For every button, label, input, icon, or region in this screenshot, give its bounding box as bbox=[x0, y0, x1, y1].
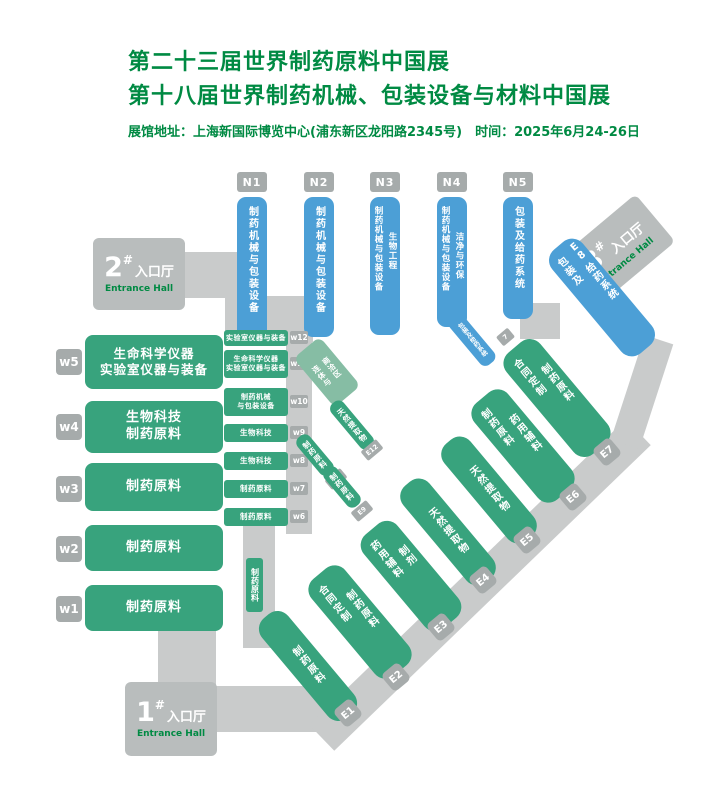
entrance-2-number: 2 bbox=[104, 252, 123, 283]
hall-tag-n3: N3 bbox=[370, 172, 400, 192]
hall-w5: 生命科学仪器 实验室仪器与装备 bbox=[85, 335, 223, 389]
hall-w6: 制药原料 bbox=[224, 508, 288, 526]
hall-w12-label: 实验室仪器与装备 bbox=[226, 333, 286, 342]
venue-info-line: 展馆地址：上海新国际博览中心(浦东新区龙阳路2345号) 时间：2025年6月2… bbox=[128, 125, 640, 140]
hall-w11-line2: 实验室仪器与装备 bbox=[226, 364, 286, 372]
hall-w5-line1: 生命科学仪器 bbox=[113, 345, 195, 361]
hall-tag-w8: w8 bbox=[290, 454, 308, 467]
hall-w9: 生物科技 bbox=[224, 424, 288, 442]
hall-e12-label: 天然提取物 bbox=[334, 405, 370, 445]
hall-n5-label: 包装及给药系统 bbox=[512, 206, 524, 290]
hall-n3-label-1: 制药机械与包装设备 bbox=[373, 206, 383, 292]
concourse-entrance2 bbox=[183, 252, 239, 298]
hall-small-lone: 制药原料 bbox=[246, 558, 263, 612]
hall-w1-line1: 制药原料 bbox=[125, 599, 182, 615]
hall-w2: 制药原料 bbox=[85, 525, 223, 571]
hall-small-packaging: 包装及给药系统 bbox=[445, 311, 499, 369]
hall-small-packaging-label: 包装及给药系统 bbox=[455, 321, 489, 359]
hall-w1: 制药原料 bbox=[85, 585, 223, 631]
hall-w9-label: 生物科技 bbox=[240, 428, 272, 438]
entrance-1-label: 入口厅 bbox=[166, 710, 206, 725]
hall-tag-w4: w4 bbox=[56, 414, 82, 440]
hall-tag-n5: N5 bbox=[503, 172, 533, 192]
page-title-line1: 第二十三届世界制药原料中国展 bbox=[128, 50, 451, 75]
hall-tag-small-packaging: 7 bbox=[495, 327, 516, 347]
entrance-1: 1#入口厅 Entrance Hall bbox=[125, 682, 217, 756]
hall-e1-label: 制药原料 bbox=[289, 644, 327, 688]
page-title-line2: 第十八届世界制药机械、包装设备与材料中国展 bbox=[128, 84, 612, 109]
hall-e5-label: 天然提取物 bbox=[466, 464, 512, 516]
hall-tag-w10: w10 bbox=[290, 395, 308, 408]
entrance-1-number: 1 bbox=[136, 697, 155, 728]
hall-w6-label: 制药原料 bbox=[240, 512, 272, 522]
hall-n1-label: 制药机械与包装设备 bbox=[246, 206, 258, 314]
hall-n2-label: 制药机械与包装设备 bbox=[313, 206, 325, 314]
hall-tag-w5: w5 bbox=[56, 349, 82, 375]
hall-w7-label: 制药原料 bbox=[240, 484, 272, 494]
hall-w10-line1: 制药机械 bbox=[241, 393, 271, 402]
hall-tag-w1: w1 bbox=[56, 596, 82, 622]
hall-n2: 制药机械与包装设备 bbox=[304, 197, 334, 337]
hall-n4-label-2: 洁净与环保 bbox=[454, 232, 464, 280]
hall-tag-w6: w6 bbox=[290, 510, 308, 523]
hall-tag-w12: w12 bbox=[290, 331, 308, 344]
hall-w8: 生物科技 bbox=[224, 452, 288, 470]
hall-n5: 包装及给药系统 bbox=[503, 197, 533, 319]
hall-n3-label-2: 生物工程 bbox=[387, 232, 397, 270]
hall-tag-n4: N4 bbox=[437, 172, 467, 192]
entrance-2-hash: # bbox=[122, 253, 133, 267]
hall-small-lone-label: 制药原料 bbox=[250, 568, 260, 602]
hall-w5-line2: 实验室仪器与装备 bbox=[99, 362, 208, 377]
entrance-1-label-en: Entrance Hall bbox=[136, 729, 206, 739]
hall-w11-line1: 生命科学仪器 bbox=[233, 355, 279, 364]
hall-n4: 制药机械与包装设备 洁净与环保 bbox=[437, 197, 467, 327]
hall-tag-w2: w2 bbox=[56, 536, 82, 562]
hall-w12: 实验室仪器与装备 bbox=[224, 330, 288, 346]
entrance-2: 2#入口厅 Entrance Hall bbox=[93, 238, 185, 310]
hall-n4-label-1: 制药机械与包装设备 bbox=[440, 206, 450, 292]
hall-tag-w7: w7 bbox=[290, 482, 308, 495]
concourse-entrance1 bbox=[158, 630, 216, 688]
entrance-2-label: 入口厅 bbox=[134, 265, 174, 280]
hall-e4-label: 天然提取物 bbox=[425, 506, 471, 558]
hall-w7: 制药原料 bbox=[224, 480, 288, 498]
hall-tag-n2: N2 bbox=[304, 172, 334, 192]
hall-w2-line1: 制药原料 bbox=[125, 539, 182, 555]
hall-n1: 制药机械与包装设备 bbox=[237, 197, 267, 345]
entrance-1-hash: # bbox=[154, 698, 165, 712]
hall-w10-line2: 与包装设备 bbox=[237, 402, 275, 410]
hall-w4-line2: 制药原料 bbox=[125, 427, 182, 442]
hall-w3-line1: 制药原料 bbox=[125, 478, 182, 494]
hall-tag-n1: N1 bbox=[237, 172, 267, 192]
hall-w10: 制药机械 与包装设备 bbox=[224, 388, 288, 416]
hall-w8-label: 生物科技 bbox=[240, 456, 272, 466]
hall-w11: 生命科学仪器 实验室仪器与装备 bbox=[224, 350, 288, 378]
hall-w3: 制药原料 bbox=[85, 463, 223, 511]
hall-e9-label: 制药原料 bbox=[327, 471, 357, 503]
hall-n3: 制药机械与包装设备 生物工程 bbox=[370, 197, 400, 335]
entrance-2-label-en: Entrance Hall bbox=[104, 284, 174, 294]
concourse-northeast bbox=[610, 335, 674, 449]
hall-w4-line1: 生物科技 bbox=[125, 410, 182, 426]
hall-tag-w3: w3 bbox=[56, 476, 82, 502]
hall-w4: 生物科技 制药原料 bbox=[85, 401, 223, 453]
